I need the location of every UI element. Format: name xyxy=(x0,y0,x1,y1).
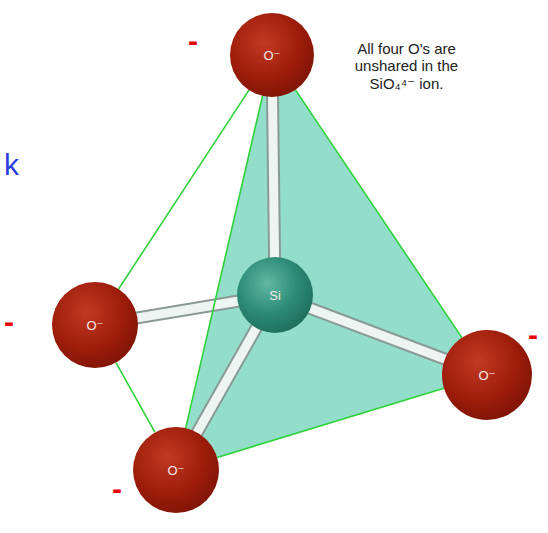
bond-fill xyxy=(137,301,237,318)
charge-sign: - xyxy=(4,305,24,339)
bond-outline xyxy=(197,328,256,433)
tetrahedron-edge xyxy=(116,363,155,433)
bond-outline xyxy=(137,301,237,318)
tetrahedron-edge xyxy=(119,90,249,289)
atom-symbol: O⁻ xyxy=(87,319,104,332)
charge-sign-box: - xyxy=(112,472,132,506)
tetrahedron-back-face xyxy=(95,55,272,470)
si-o-bond xyxy=(137,301,237,318)
charge-sign-box: - xyxy=(188,24,208,58)
charge-sign: - xyxy=(528,318,546,352)
fragment-letter: k xyxy=(4,148,18,182)
si-o-bond xyxy=(311,308,445,359)
edge-line xyxy=(116,363,155,433)
bond-fill xyxy=(311,308,445,359)
atom-symbol: O⁻ xyxy=(479,369,496,382)
oxygen-atom: O⁻ xyxy=(133,427,219,513)
edge-line xyxy=(186,96,263,428)
charge-sign-box: - xyxy=(4,305,24,339)
bond-outline xyxy=(273,97,275,257)
tetrahedron-edge xyxy=(295,90,461,338)
charge-sign: - xyxy=(188,24,208,58)
si-o-bond xyxy=(273,97,275,257)
bond-fill xyxy=(273,97,275,257)
oxygen-atom: O⁻ xyxy=(442,330,532,420)
note-text-box: All four O's are unshared in the SiO₄⁴⁻ … xyxy=(334,40,479,92)
tetrahedron-edge xyxy=(186,96,263,428)
edge-line xyxy=(217,388,444,457)
charge-sign: - xyxy=(112,472,132,506)
edge-line xyxy=(295,90,461,338)
oxygen-atom: O⁻ xyxy=(52,282,138,368)
fragment-letter-box: k xyxy=(4,148,18,182)
bond-fill xyxy=(197,328,256,433)
si-o-bond xyxy=(197,328,256,433)
charge-sign-box: - xyxy=(528,318,546,352)
edge-line xyxy=(119,90,249,289)
atom-symbol: O⁻ xyxy=(264,49,281,62)
atom-symbol: O⁻ xyxy=(168,464,185,477)
oxygen-atom: O⁻ xyxy=(230,13,314,97)
atom-symbol: Si xyxy=(269,289,281,302)
note-text: All four O's are unshared in the SiO₄⁴⁻ … xyxy=(334,40,479,92)
silicon-atom: Si xyxy=(237,257,313,333)
bond-outline xyxy=(311,308,445,359)
tetrahedron-edge xyxy=(217,388,444,457)
tetrahedron-face xyxy=(176,55,487,470)
